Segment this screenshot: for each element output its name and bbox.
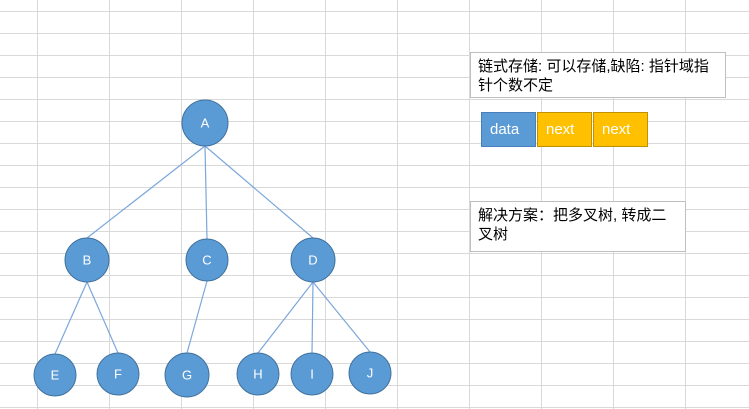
tree-node-circle-A[interactable] [181,99,229,147]
tree-node-circle-E[interactable] [33,353,77,397]
tree-node-H[interactable]: H [236,352,280,396]
record-cell-next-2[interactable]: next [593,112,648,147]
tree-node-B[interactable]: B [64,237,110,283]
tree-node-circle-C[interactable] [185,238,229,282]
tree-node-circle-G[interactable] [164,352,210,398]
tree-node-circle-B[interactable] [64,237,110,283]
note-linked-storage[interactable]: 链式存储: 可以存储,缺陷: 指针域指 针个数不定 [470,52,726,98]
tree-node-C[interactable]: C [185,238,229,282]
tree-edge-B-E[interactable] [54,281,88,355]
tree-node-circle-J[interactable] [348,351,392,395]
tree-node-label-A: A [201,116,210,131]
tree-node-label-C: C [202,253,211,268]
tree-edge-C-G[interactable] [186,280,208,354]
tree-edge-A-B[interactable] [86,145,206,239]
tree-node-label-E: E [51,368,60,383]
tree-edge-A-C[interactable] [204,145,208,240]
tree-edge-B-F[interactable] [86,281,119,354]
tree-node-J[interactable]: J [348,351,392,395]
tree-node-label-G: G [182,368,192,383]
tree-node-label-F: F [114,367,122,382]
tree-edge-D-J[interactable] [312,281,371,353]
tree-node-D[interactable]: D [290,237,336,283]
tree-node-F[interactable]: F [96,352,140,396]
note-solution[interactable]: 解决方案：把多叉树, 转成二 叉树 [470,201,686,252]
tree-node-circle-D[interactable] [290,237,336,283]
record-cell-data[interactable]: data [481,112,536,147]
tree-node-label-H: H [253,367,262,382]
record-cell-next-1[interactable]: next [537,112,592,147]
tree-node-label-D: D [308,253,317,268]
tree-node-circle-H[interactable] [236,352,280,396]
linked-node-record: data next next [481,112,648,147]
tree-node-circle-I[interactable] [290,352,334,396]
tree-node-I[interactable]: I [290,352,334,396]
tree-edge-D-H[interactable] [257,281,314,354]
tree-node-E[interactable]: E [33,353,77,397]
tree-node-A[interactable]: A [181,99,229,147]
tree-node-G[interactable]: G [164,352,210,398]
tree-edge-A-D[interactable] [204,145,314,239]
tree-edge-D-I[interactable] [311,281,314,354]
tree-node-label-J: J [367,366,374,381]
tree-node-label-B: B [83,253,92,268]
tree-node-label-I: I [310,367,314,382]
tree-node-circle-F[interactable] [96,352,140,396]
